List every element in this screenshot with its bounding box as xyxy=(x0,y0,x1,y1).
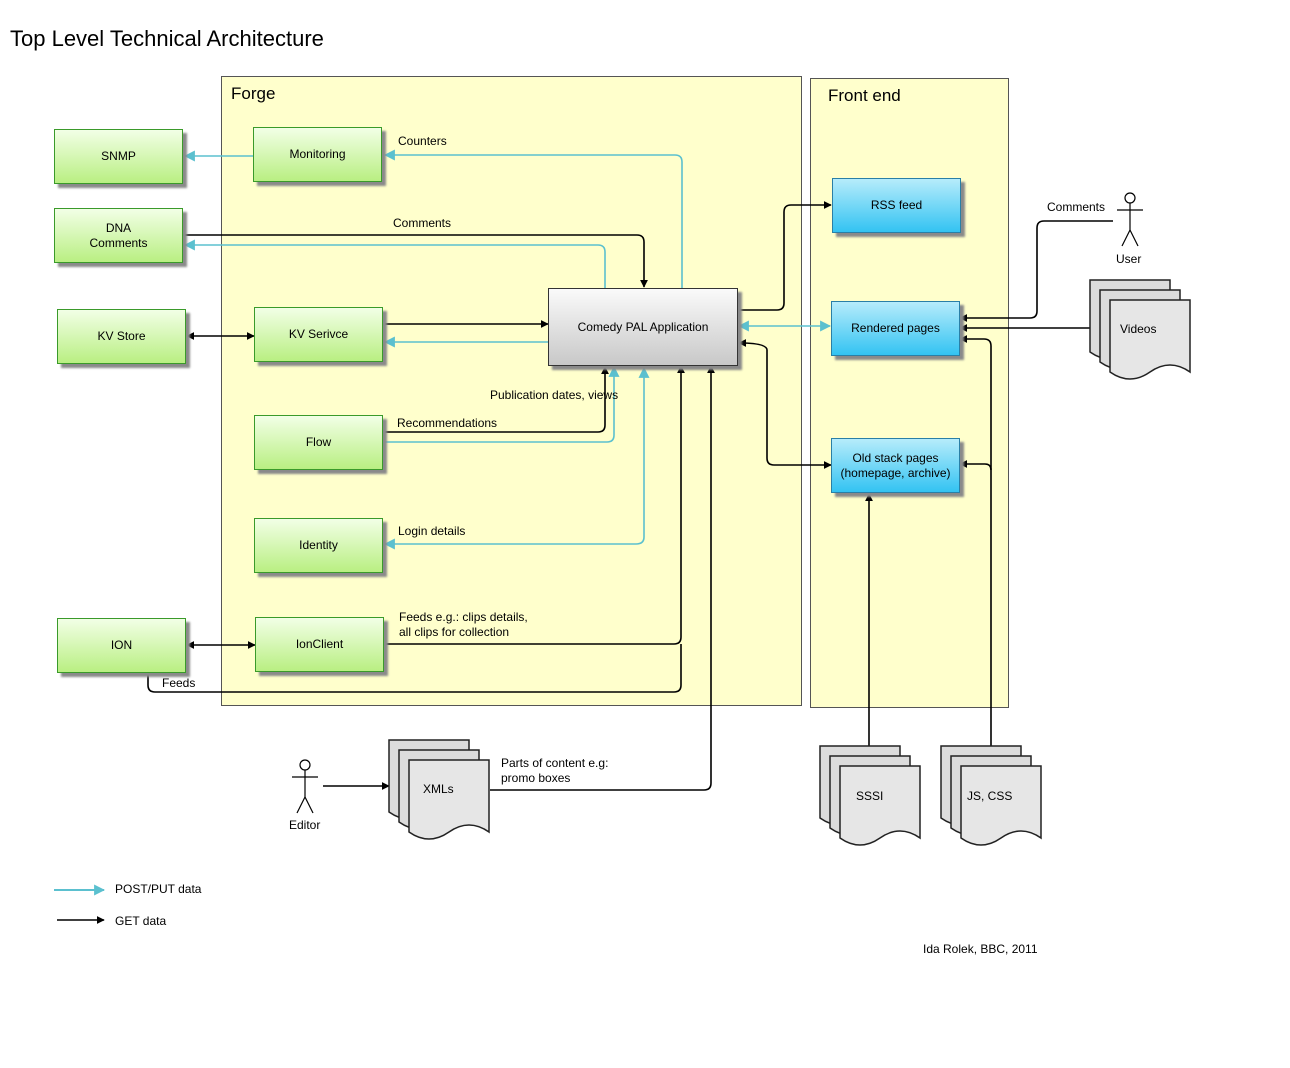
xmls-document-stack xyxy=(388,739,490,840)
xmls-label: XMLs xyxy=(423,782,454,796)
login-details-label: Login details xyxy=(398,524,466,538)
videos-document-stack xyxy=(1089,279,1191,380)
editor-label: Editor xyxy=(289,818,321,832)
dna-comments-box[interactable]: DNA Comments xyxy=(54,208,183,263)
snmp-box[interactable]: SNMP xyxy=(54,129,183,184)
edge-pal-rss xyxy=(739,201,832,311)
feeds-label: Feeds xyxy=(162,676,196,690)
sssi-label: SSSI xyxy=(856,789,884,803)
edge-pal-oldstack xyxy=(738,339,832,469)
rendered-pages-box[interactable]: Rendered pages xyxy=(831,301,960,356)
credit-text: Ida Rolek, BBC, 2011 xyxy=(923,942,1038,956)
counters-label: Counters xyxy=(398,134,447,148)
old-stack-pages-box[interactable]: Old stack pages (homepage, archive) xyxy=(831,438,960,493)
monitoring-box[interactable]: Monitoring xyxy=(253,127,382,182)
comments-dna-label: Comments xyxy=(393,216,452,230)
kv-service-box[interactable]: KV Serivce xyxy=(254,307,383,362)
js-css-label: JS, CSS xyxy=(967,789,1013,803)
edge-xmls-pal xyxy=(490,365,715,791)
user-label: User xyxy=(1116,252,1142,266)
edge-flow-recommendations xyxy=(385,366,609,433)
feeds-eg-label: Feeds e.g.: clips details, all clips for… xyxy=(399,610,528,639)
forge-region-label: Forge xyxy=(231,84,276,103)
recommendations-label: Recommendations xyxy=(397,416,498,430)
user-actor-icon xyxy=(1117,192,1143,247)
edge-ion-feeds xyxy=(147,644,682,693)
edge-ionclient-pal xyxy=(385,365,685,645)
sssi-document-stack xyxy=(819,745,921,846)
legend-post-put-label: POST/PUT data xyxy=(115,882,202,896)
legend-get-label: GET data xyxy=(115,914,167,928)
comedy-pal-application-box[interactable]: Comedy PAL Application xyxy=(548,288,738,366)
ion-client-box[interactable]: IonClient xyxy=(255,617,384,672)
comments-user-label: Comments xyxy=(1047,200,1106,214)
parts-content-label: Parts of content e.g: promo boxes xyxy=(501,756,609,785)
rss-feed-box[interactable]: RSS feed xyxy=(832,178,961,233)
js-css-document-stack xyxy=(940,745,1042,846)
front-end-region-label: Front end xyxy=(828,86,901,105)
diagram-title: Top Level Technical Architecture xyxy=(10,26,324,51)
edge-pal-dna xyxy=(183,239,606,288)
edge-jscss-rendered xyxy=(959,335,992,746)
publication-label: Publication dates, views xyxy=(490,388,619,402)
edge-pal-monitoring xyxy=(383,149,683,288)
editor-actor-icon xyxy=(292,759,318,814)
edge-identity-pal xyxy=(383,366,650,550)
edge-jscss-oldstack xyxy=(959,460,992,471)
edge-user-rendered xyxy=(959,220,1113,322)
videos-label: Videos xyxy=(1120,322,1157,336)
ion-box[interactable]: ION xyxy=(57,618,186,673)
kv-store-box[interactable]: KV Store xyxy=(57,309,186,364)
edge-dna-pal xyxy=(185,234,648,288)
identity-box[interactable]: Identity xyxy=(254,518,383,573)
flow-box[interactable]: Flow xyxy=(254,415,383,470)
